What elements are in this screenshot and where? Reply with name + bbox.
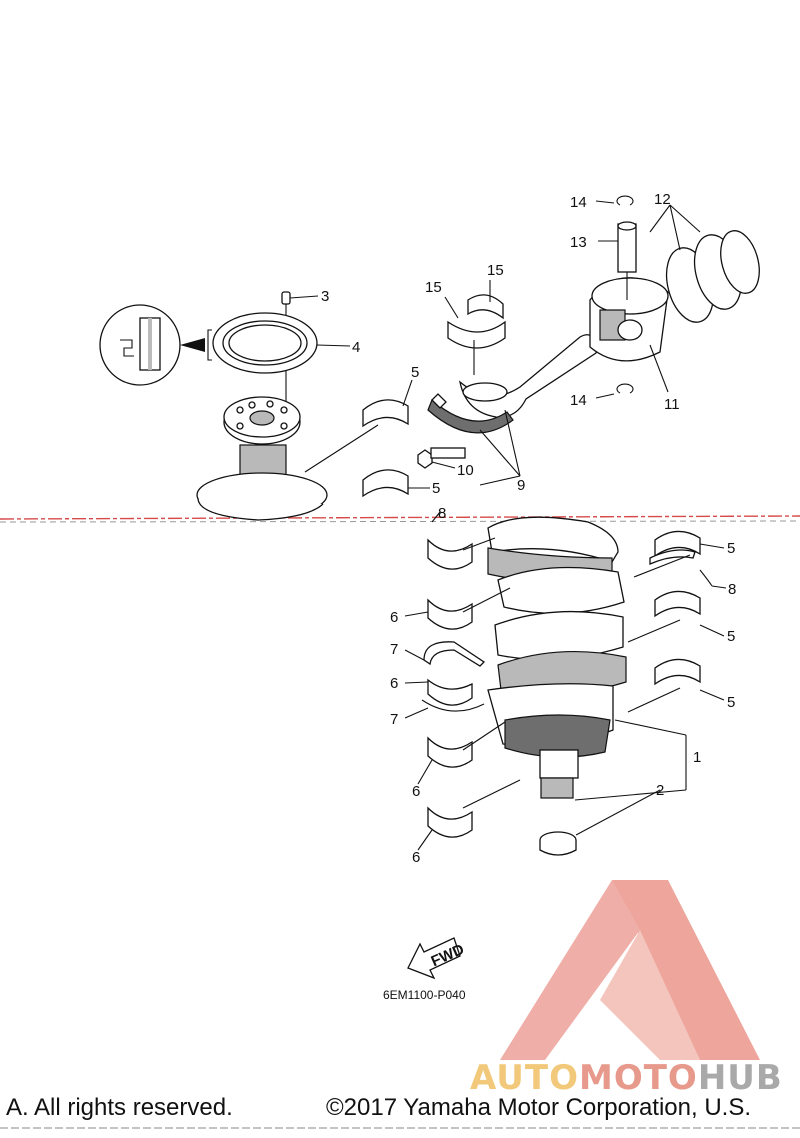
callout-5e: 5 (727, 694, 735, 711)
fwd-arrow-icon: FWD (407, 937, 467, 980)
callout-2: 2 (656, 782, 664, 799)
callout-9: 9 (517, 477, 525, 494)
callout-8: 8 (438, 505, 446, 522)
callout-14b: 14 (570, 392, 587, 409)
callout-8b: 8 (728, 581, 736, 598)
callout-15b: 15 (487, 262, 504, 279)
piston-part (589, 277, 669, 393)
callout-14: 14 (570, 194, 587, 211)
callout-6b: 6 (390, 675, 398, 692)
piston-rings-part (649, 204, 760, 323)
main-bearing-6-stack (404, 511, 521, 851)
copyright-right: ©2017 Yamaha Motor Corporation, U.S. (326, 1094, 752, 1121)
scan-seam-line-gray (0, 520, 800, 523)
crankshaft-part (487, 516, 687, 801)
fwd-label: FWD (429, 941, 467, 970)
callout-13: 13 (570, 234, 587, 251)
copyright-left: A. All rights reserved. (6, 1094, 233, 1121)
diagram-reference-code: 6EM1100-P040 (383, 988, 466, 1002)
detail-magnifier (99, 304, 212, 386)
watermark-part-hub: HUB (697, 1058, 783, 1098)
conrod-bolt-part (417, 447, 466, 469)
callout-7b: 7 (390, 711, 398, 728)
watermark-part-auto: AUTO (470, 1058, 579, 1098)
callout-6d: 6 (412, 849, 420, 866)
callout-12: 12 (654, 191, 671, 208)
bush-part (539, 789, 661, 856)
crank-flange-upper (196, 396, 328, 521)
scan-seam-line (0, 515, 800, 520)
main-bearing-5-upper (304, 379, 430, 498)
main-bearing-5-right (627, 530, 727, 713)
callout-10: 10 (457, 462, 474, 479)
piston-pin-part (598, 221, 637, 300)
circlip-part (595, 195, 634, 399)
callout-7: 7 (390, 641, 398, 658)
oil-seal-part (212, 312, 351, 374)
callout-6: 6 (390, 609, 398, 626)
conrod-bearing-15 (444, 280, 506, 375)
watermark-text: AUTOMOTOHUB (470, 1058, 783, 1098)
connecting-rod-part (427, 334, 599, 486)
callout-5c: 5 (727, 540, 735, 557)
callout-11: 11 (664, 396, 680, 413)
watermark-part-moto: MOTO (578, 1058, 698, 1098)
callout-5: 5 (411, 364, 419, 381)
callout-1: 1 (693, 749, 701, 766)
callout-5d: 5 (727, 628, 735, 645)
callout-3: 3 (321, 288, 329, 305)
callout-4: 4 (352, 339, 360, 356)
callout-15: 15 (425, 279, 442, 296)
watermark-logo-icon (500, 880, 760, 1060)
callout-5b: 5 (432, 480, 440, 497)
callout-6c: 6 (412, 783, 420, 800)
